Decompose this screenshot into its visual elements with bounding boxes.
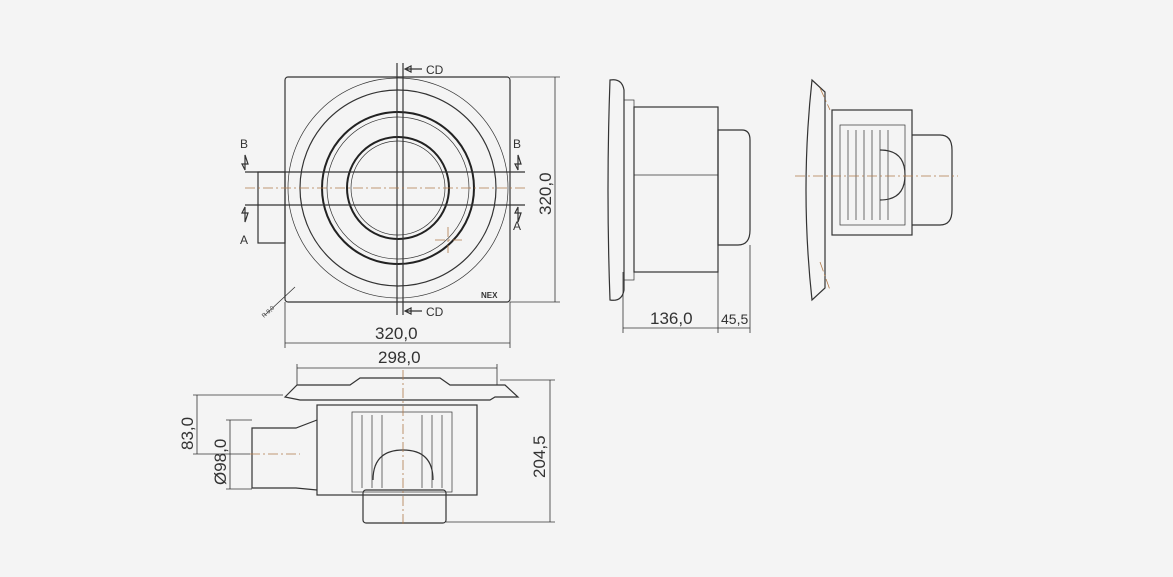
bottom-flange: [283, 377, 520, 401]
bottom-motor-box: [362, 489, 447, 524]
arrow-a-left: [241, 206, 249, 223]
depth-dim: 136,0: [650, 309, 693, 328]
duct-offset-dim: 83,0: [178, 417, 197, 450]
radius-leader: [264, 286, 296, 316]
total-height-dim: 204,5: [530, 435, 549, 478]
side-cap: [717, 129, 751, 246]
label-cd-bottom: CD: [426, 305, 444, 319]
label-a-right: A: [513, 219, 521, 233]
label-a-left: A: [240, 233, 248, 247]
label-b-right: B: [513, 137, 521, 151]
bottom-fan: [351, 411, 453, 493]
side-flange: [607, 79, 625, 301]
fan-blades: [847, 130, 889, 220]
radius-label: R 9,0: [261, 305, 276, 319]
bottom-body: [316, 404, 478, 496]
arrow-b-left: [241, 154, 249, 171]
section-flange: [805, 78, 826, 302]
bottom-fan-blades: [361, 415, 443, 488]
flange-rim: [623, 99, 635, 281]
duct-outline: [257, 171, 286, 244]
arrow-cd-bottom: [403, 307, 422, 315]
section-motor-cap: [912, 134, 953, 226]
duct-diameter-dim: Ø98,0: [211, 439, 230, 485]
label-cd-top: CD: [426, 63, 444, 77]
width-dim: 320,0: [375, 324, 418, 343]
arrow-a-right: [514, 206, 522, 223]
fan-wheel: [839, 124, 906, 226]
side-body: [633, 106, 719, 273]
arrow-cd-top: [403, 65, 422, 73]
bottom-duct: [251, 419, 318, 491]
height-dim: 320,0: [536, 172, 555, 215]
label-b-left: B: [240, 137, 248, 151]
centerline: [819, 261, 831, 291]
logo: NEX: [481, 291, 498, 300]
side-view: 136,0 45,5: [607, 79, 751, 333]
bottom-view: 298,0 204,5 83,0 Ø98,0: [178, 348, 555, 527]
arrow-b-right: [514, 154, 522, 171]
motor-dome: [879, 149, 906, 201]
section-body: [831, 109, 913, 236]
section-view: [795, 78, 958, 302]
flange-dim: 298,0: [378, 348, 421, 367]
centerline: [819, 87, 831, 111]
front-view: CD CD B B A A NEX R 9,0 320,0 320,0: [240, 63, 560, 348]
cap-dim: 45,5: [721, 311, 748, 327]
